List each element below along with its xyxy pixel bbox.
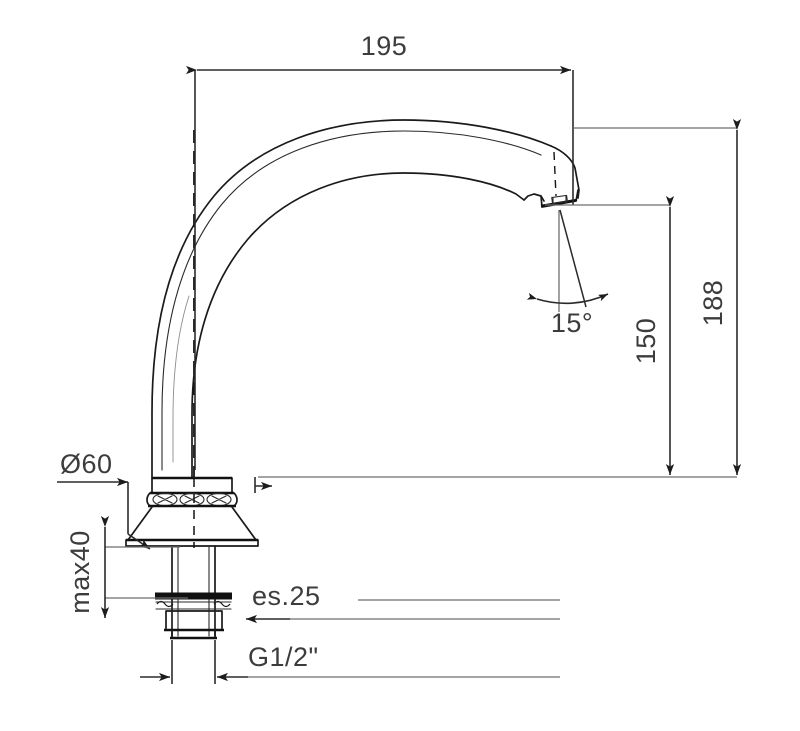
escutcheon-rim — [125, 539, 259, 547]
spout-outer-contour — [151, 119, 552, 479]
reach-dimension-label: 195 — [361, 31, 408, 61]
fixing-nut — [165, 610, 223, 631]
dimension-max-thickness-40: max40 — [65, 516, 188, 618]
dimension-spout-height-150: 150 — [545, 196, 675, 475]
spout-body — [151, 119, 580, 479]
max40-dimension-label: max40 — [65, 530, 95, 614]
fixing-nut-faces — [171, 610, 216, 631]
spout-outer-highlight — [161, 130, 542, 471]
spout-outlet-head — [523, 145, 580, 208]
height150-dimension-label: 150 — [631, 318, 661, 365]
spout-inner-contour — [191, 172, 525, 479]
spout-shading-line — [172, 295, 190, 463]
flange-top-leader — [254, 477, 272, 493]
dimension-reach-195: 195 — [186, 31, 574, 470]
base-assembly — [125, 130, 259, 640]
diameter60-label: Ø60 — [60, 449, 113, 479]
angle-arc — [526, 292, 609, 305]
label-shank-length-es25: es.25 — [246, 581, 560, 624]
thread-label: G1/2" — [248, 642, 319, 672]
knurl-cross-hatch — [157, 495, 227, 504]
shank-inner-walls — [177, 545, 210, 637]
outlet-hidden-bore — [553, 151, 557, 197]
knurled-ring — [146, 491, 238, 508]
dimension-outlet-angle-15: 15° — [526, 209, 609, 338]
outlet-aerator-rect — [551, 194, 568, 204]
height188-dimension-label: 188 — [698, 280, 728, 327]
label-thread-g12: G1/2" — [140, 640, 560, 684]
angle-dimension-label: 15° — [551, 308, 593, 338]
es25-label: es.25 — [252, 581, 321, 611]
dimension-flange-diameter-60: Ø60 — [57, 449, 151, 550]
collar-block — [151, 477, 233, 494]
angle-slant-line — [559, 209, 587, 308]
dimension-overall-height-188: 188 — [258, 119, 742, 478]
outlet-head-right-wall — [550, 145, 580, 199]
escutcheon-cone — [127, 506, 257, 541]
